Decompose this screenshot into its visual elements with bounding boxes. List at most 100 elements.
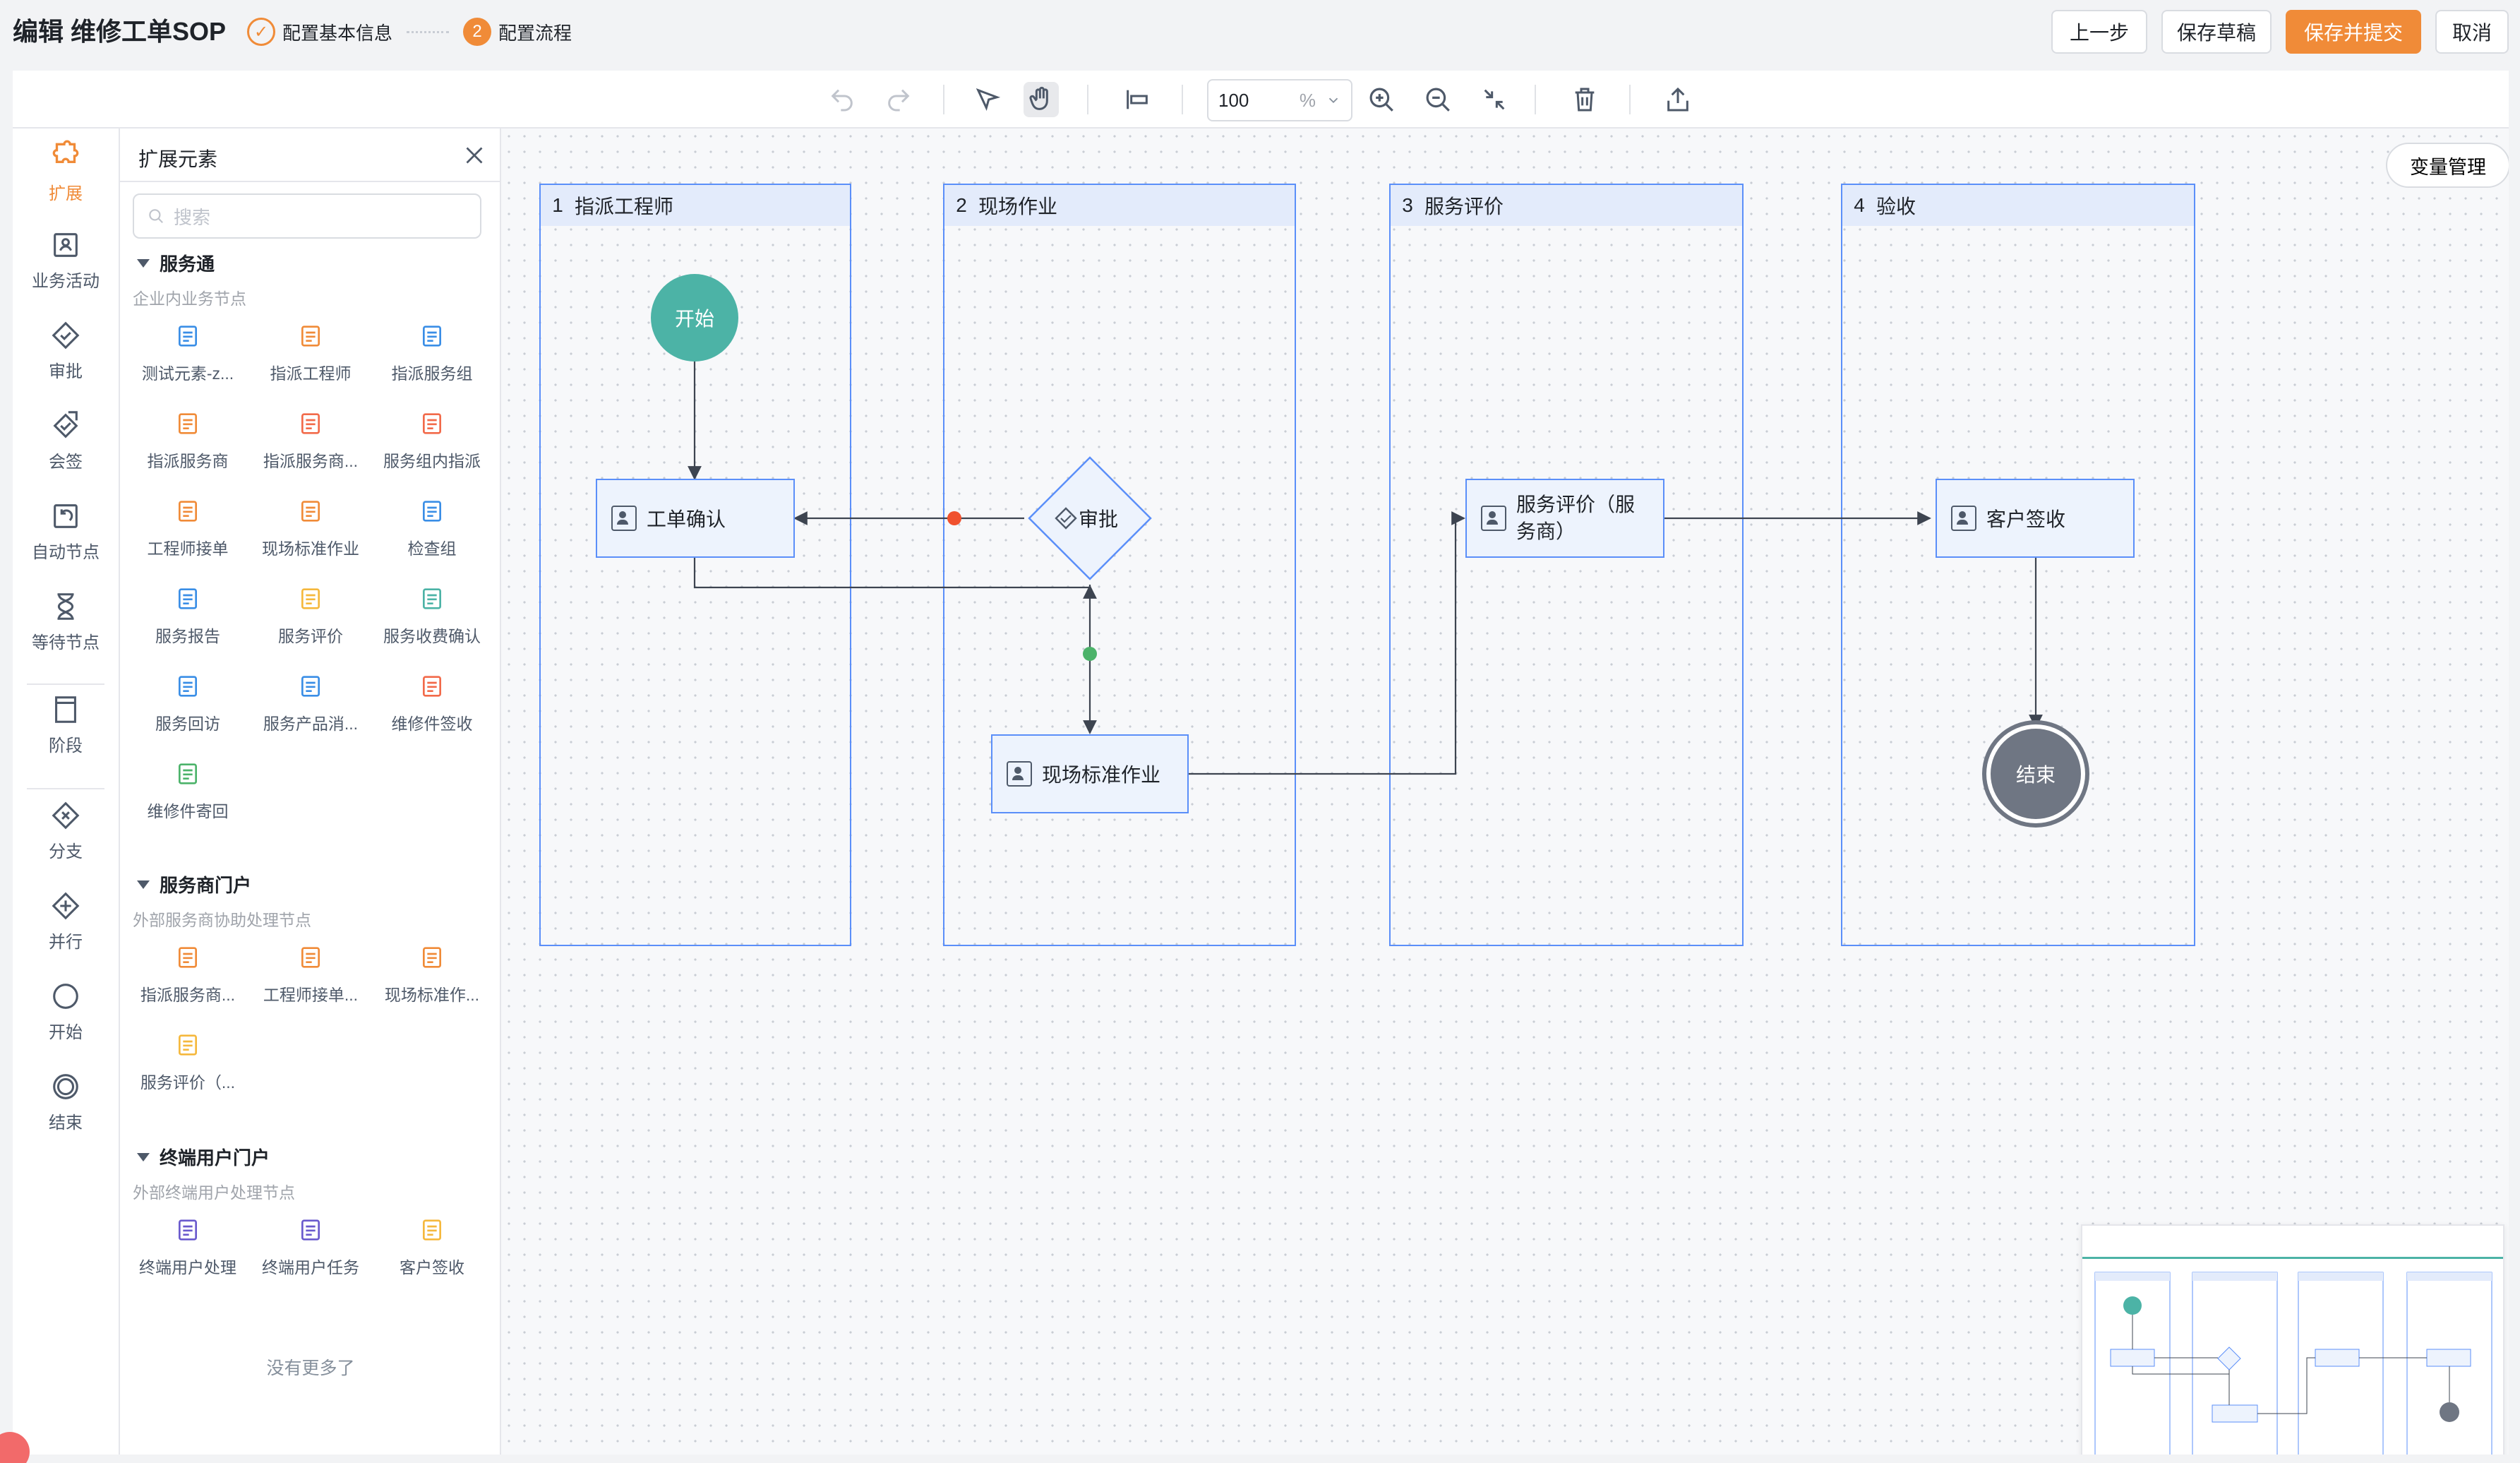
caret-down-icon [137, 258, 150, 268]
lane-header: 1 指派工程师 [541, 185, 850, 226]
task-customer-signoff[interactable]: 客户签收 [1936, 479, 2135, 558]
rail-item-countersign[interactable]: 会签 [13, 410, 119, 472]
delete-icon[interactable] [1567, 82, 1602, 117]
rail-label: 等待节点 [32, 633, 100, 652]
no-more-text: 没有更多了 [266, 1358, 355, 1378]
element-item[interactable]: 工程师接单 [127, 496, 248, 559]
rail-item-auto-node[interactable]: 自动节点 [13, 500, 119, 563]
element-item[interactable]: 测试元素-z... [127, 321, 248, 384]
element-item[interactable]: 服务回访 [127, 671, 248, 734]
task-service-evaluation[interactable]: 服务评价（服务商） [1465, 479, 1664, 558]
zoom-in-icon[interactable] [1364, 82, 1399, 117]
undo-icon[interactable] [824, 82, 860, 117]
rail-label: 审批 [49, 362, 83, 381]
rail-item-business-activity[interactable]: 业务活动 [13, 229, 119, 292]
element-icon [295, 942, 326, 973]
element-item[interactable]: 维修件寄回 [127, 758, 248, 822]
save-submit-button[interactable]: 保存并提交 [2286, 10, 2421, 54]
rail-item-start[interactable]: 开始 [13, 980, 119, 1043]
element-item[interactable]: 客户签收 [371, 1214, 493, 1278]
element-item[interactable]: 现场标准作... [371, 942, 493, 1005]
rail-label: 分支 [49, 842, 83, 861]
variable-management-button[interactable]: 变量管理 [2386, 143, 2509, 188]
element-label: 服务收费确认 [383, 627, 481, 645]
element-icon [295, 496, 326, 527]
flow-canvas[interactable]: 变量管理 1 指派工程师 2 现场作业 3 服务评价 4 验收 [501, 129, 2509, 1455]
element-icon [172, 1214, 203, 1246]
element-item[interactable]: 终端用户处理 [127, 1214, 248, 1278]
step-basic-info[interactable]: ✓ 配置基本信息 [247, 18, 392, 46]
lane-title: 服务评价 [1424, 196, 1504, 217]
rail-item-end[interactable]: 结束 [13, 1070, 119, 1133]
element-item[interactable]: 工程师接单... [250, 942, 371, 1005]
element-label: 检查组 [407, 539, 457, 558]
element-icon [172, 671, 203, 702]
swimlane-1[interactable]: 1 指派工程师 [539, 184, 851, 946]
end-node[interactable]: 结束 [1991, 729, 2081, 819]
swimlane-3[interactable]: 3 服务评价 [1389, 184, 1744, 946]
rail-item-approval[interactable]: 审批 [13, 319, 119, 382]
zoom-out-icon[interactable] [1420, 82, 1456, 117]
align-icon[interactable] [1120, 82, 1155, 117]
search-input[interactable]: 搜索 [133, 193, 481, 239]
element-label: 现场标准作... [384, 986, 480, 1004]
element-item[interactable]: 维修件签收 [371, 671, 493, 734]
rail-item-wait-node[interactable]: 等待节点 [13, 590, 119, 653]
element-item[interactable]: 服务评价（... [127, 1029, 248, 1093]
rail-item-parallel[interactable]: 并行 [13, 890, 119, 953]
element-item[interactable]: 终端用户任务 [250, 1214, 371, 1278]
step-label: 配置基本信息 [282, 22, 393, 44]
fit-icon[interactable] [1477, 82, 1512, 117]
step-config-flow[interactable]: 2 配置流程 [463, 18, 572, 46]
element-item[interactable]: 检查组 [371, 496, 493, 559]
element-item[interactable]: 现场标准作业 [250, 496, 371, 559]
toolbar-divider [943, 85, 944, 114]
element-icon [295, 408, 326, 439]
zoom-select[interactable]: 100 % [1207, 79, 1352, 121]
rail-item-branch[interactable]: 分支 [13, 799, 119, 862]
element-label: 服务报告 [155, 627, 220, 645]
task-onsite-work[interactable]: 现场标准作业 [991, 734, 1189, 813]
element-item[interactable]: 服务报告 [127, 583, 248, 647]
element-icon [172, 1029, 203, 1061]
group-title[interactable]: 终端用户门户 [137, 1144, 270, 1170]
minimap[interactable] [2081, 1224, 2504, 1455]
rail-label: 结束 [49, 1113, 83, 1133]
step-number: 2 [463, 18, 492, 46]
task-label: 工单确认 [647, 508, 726, 530]
element-icon [172, 321, 203, 352]
zoom-value: 100 [1218, 89, 1249, 111]
redo-icon[interactable] [881, 82, 916, 117]
group-title[interactable]: 服务商门户 [137, 871, 251, 897]
element-item[interactable]: 服务组内指派 [371, 408, 493, 472]
approval-gateway[interactable] [1028, 456, 1152, 580]
export-icon[interactable] [1660, 82, 1696, 117]
element-item[interactable]: 服务评价 [250, 583, 371, 647]
element-item[interactable]: 指派服务商 [127, 408, 248, 472]
close-icon[interactable] [462, 143, 487, 168]
swimlane-4[interactable]: 4 验收 [1841, 184, 2195, 946]
group-title[interactable]: 服务通 [137, 250, 215, 276]
element-item[interactable]: 指派服务商... [127, 942, 248, 1005]
hand-icon[interactable] [1024, 82, 1059, 117]
panel-header: 扩展元素 [120, 129, 501, 182]
rail-item-extension[interactable]: 扩展 [13, 138, 119, 204]
lane-number: 4 [1854, 194, 1865, 216]
start-node[interactable]: 开始 [651, 274, 738, 362]
task-order-confirm[interactable]: 工单确认 [596, 479, 795, 558]
stage-icon [55, 696, 76, 723]
prev-step-button[interactable]: 上一步 [2051, 10, 2147, 54]
swimlane-2[interactable]: 2 现场作业 [943, 184, 1296, 946]
element-item[interactable]: 指派服务商... [250, 408, 371, 472]
element-icon [416, 408, 448, 439]
element-item[interactable]: 服务产品消... [250, 671, 371, 734]
page-title: 编辑 维修工单SOP [13, 17, 227, 46]
pointer-icon[interactable] [970, 82, 1005, 117]
element-icon [416, 1214, 448, 1246]
cancel-button[interactable]: 取消 [2435, 10, 2509, 54]
element-item[interactable]: 服务收费确认 [371, 583, 493, 647]
rail-item-stage[interactable]: 阶段 [13, 693, 119, 756]
element-item[interactable]: 指派工程师 [250, 321, 371, 384]
save-draft-button[interactable]: 保存草稿 [2161, 10, 2272, 54]
element-item[interactable]: 指派服务组 [371, 321, 493, 384]
